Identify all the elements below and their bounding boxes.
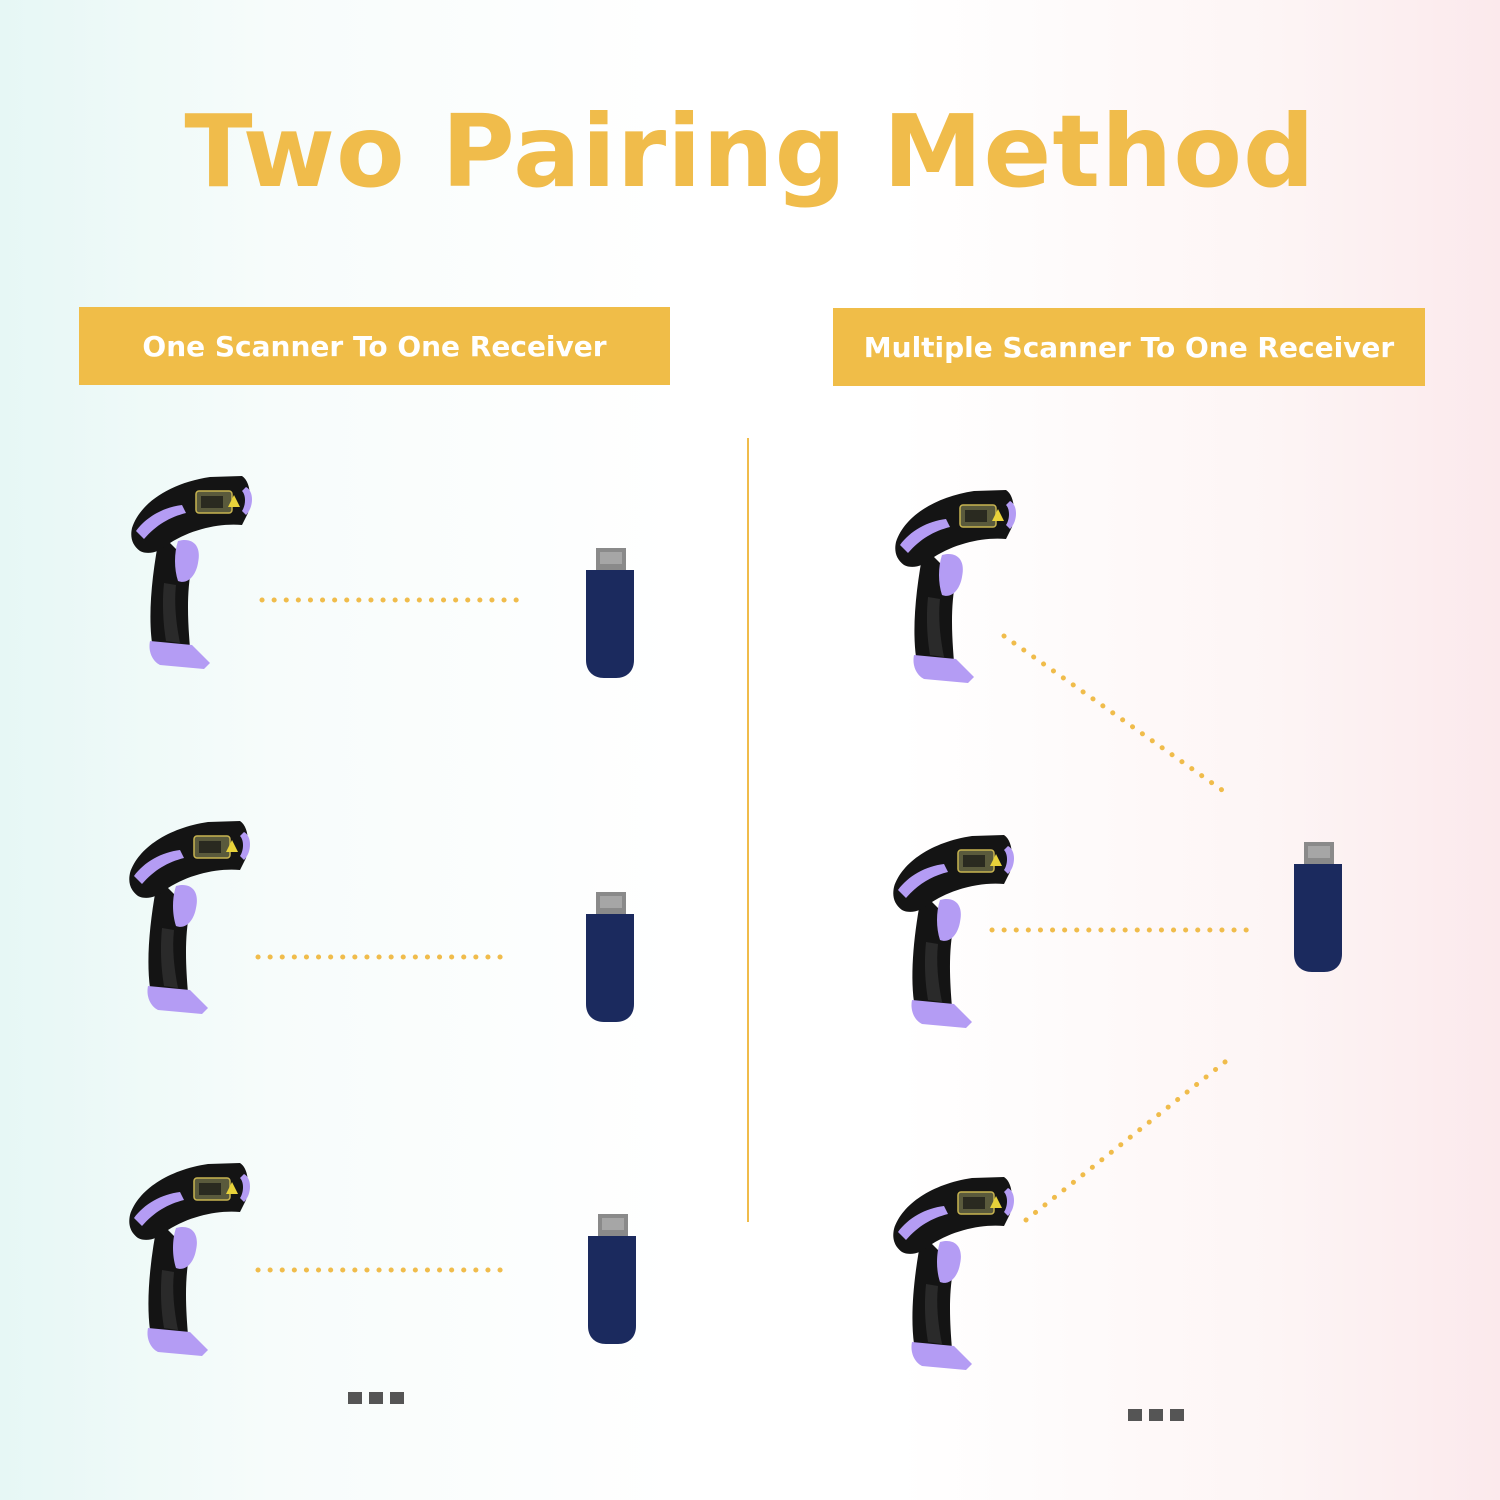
page-title: Two Pairing Method bbox=[184, 93, 1316, 210]
pairing-link-line bbox=[1001, 633, 1225, 793]
left-row-1 bbox=[130, 475, 634, 678]
left-row-2 bbox=[128, 820, 634, 1022]
banner-one-to-one: One Scanner To One Receiver bbox=[79, 307, 670, 385]
barcode-scanner-icon bbox=[892, 834, 1015, 1029]
barcode-scanner-icon bbox=[128, 820, 251, 1015]
barcode-scanner-icon bbox=[130, 475, 253, 670]
banner-multiple-to-one-label: Multiple Scanner To One Receiver bbox=[863, 330, 1395, 364]
barcode-scanner-icon bbox=[894, 489, 1017, 684]
usb-receiver-icon bbox=[588, 1214, 636, 1344]
pairing-link-line bbox=[1023, 1055, 1233, 1223]
banner-one-to-one-label: One Scanner To One Receiver bbox=[142, 329, 607, 363]
panel-divider bbox=[747, 438, 749, 1222]
ellipsis-icon bbox=[1128, 1409, 1184, 1421]
ellipsis-icon bbox=[348, 1392, 404, 1404]
usb-receiver-icon bbox=[586, 892, 634, 1022]
barcode-scanner-icon bbox=[892, 1176, 1015, 1371]
usb-receiver-icon bbox=[586, 548, 634, 678]
banner-multiple-to-one: Multiple Scanner To One Receiver bbox=[833, 308, 1425, 386]
barcode-scanner-icon bbox=[128, 1162, 251, 1357]
left-row-3 bbox=[128, 1162, 636, 1357]
usb-receiver-icon bbox=[1294, 842, 1342, 972]
